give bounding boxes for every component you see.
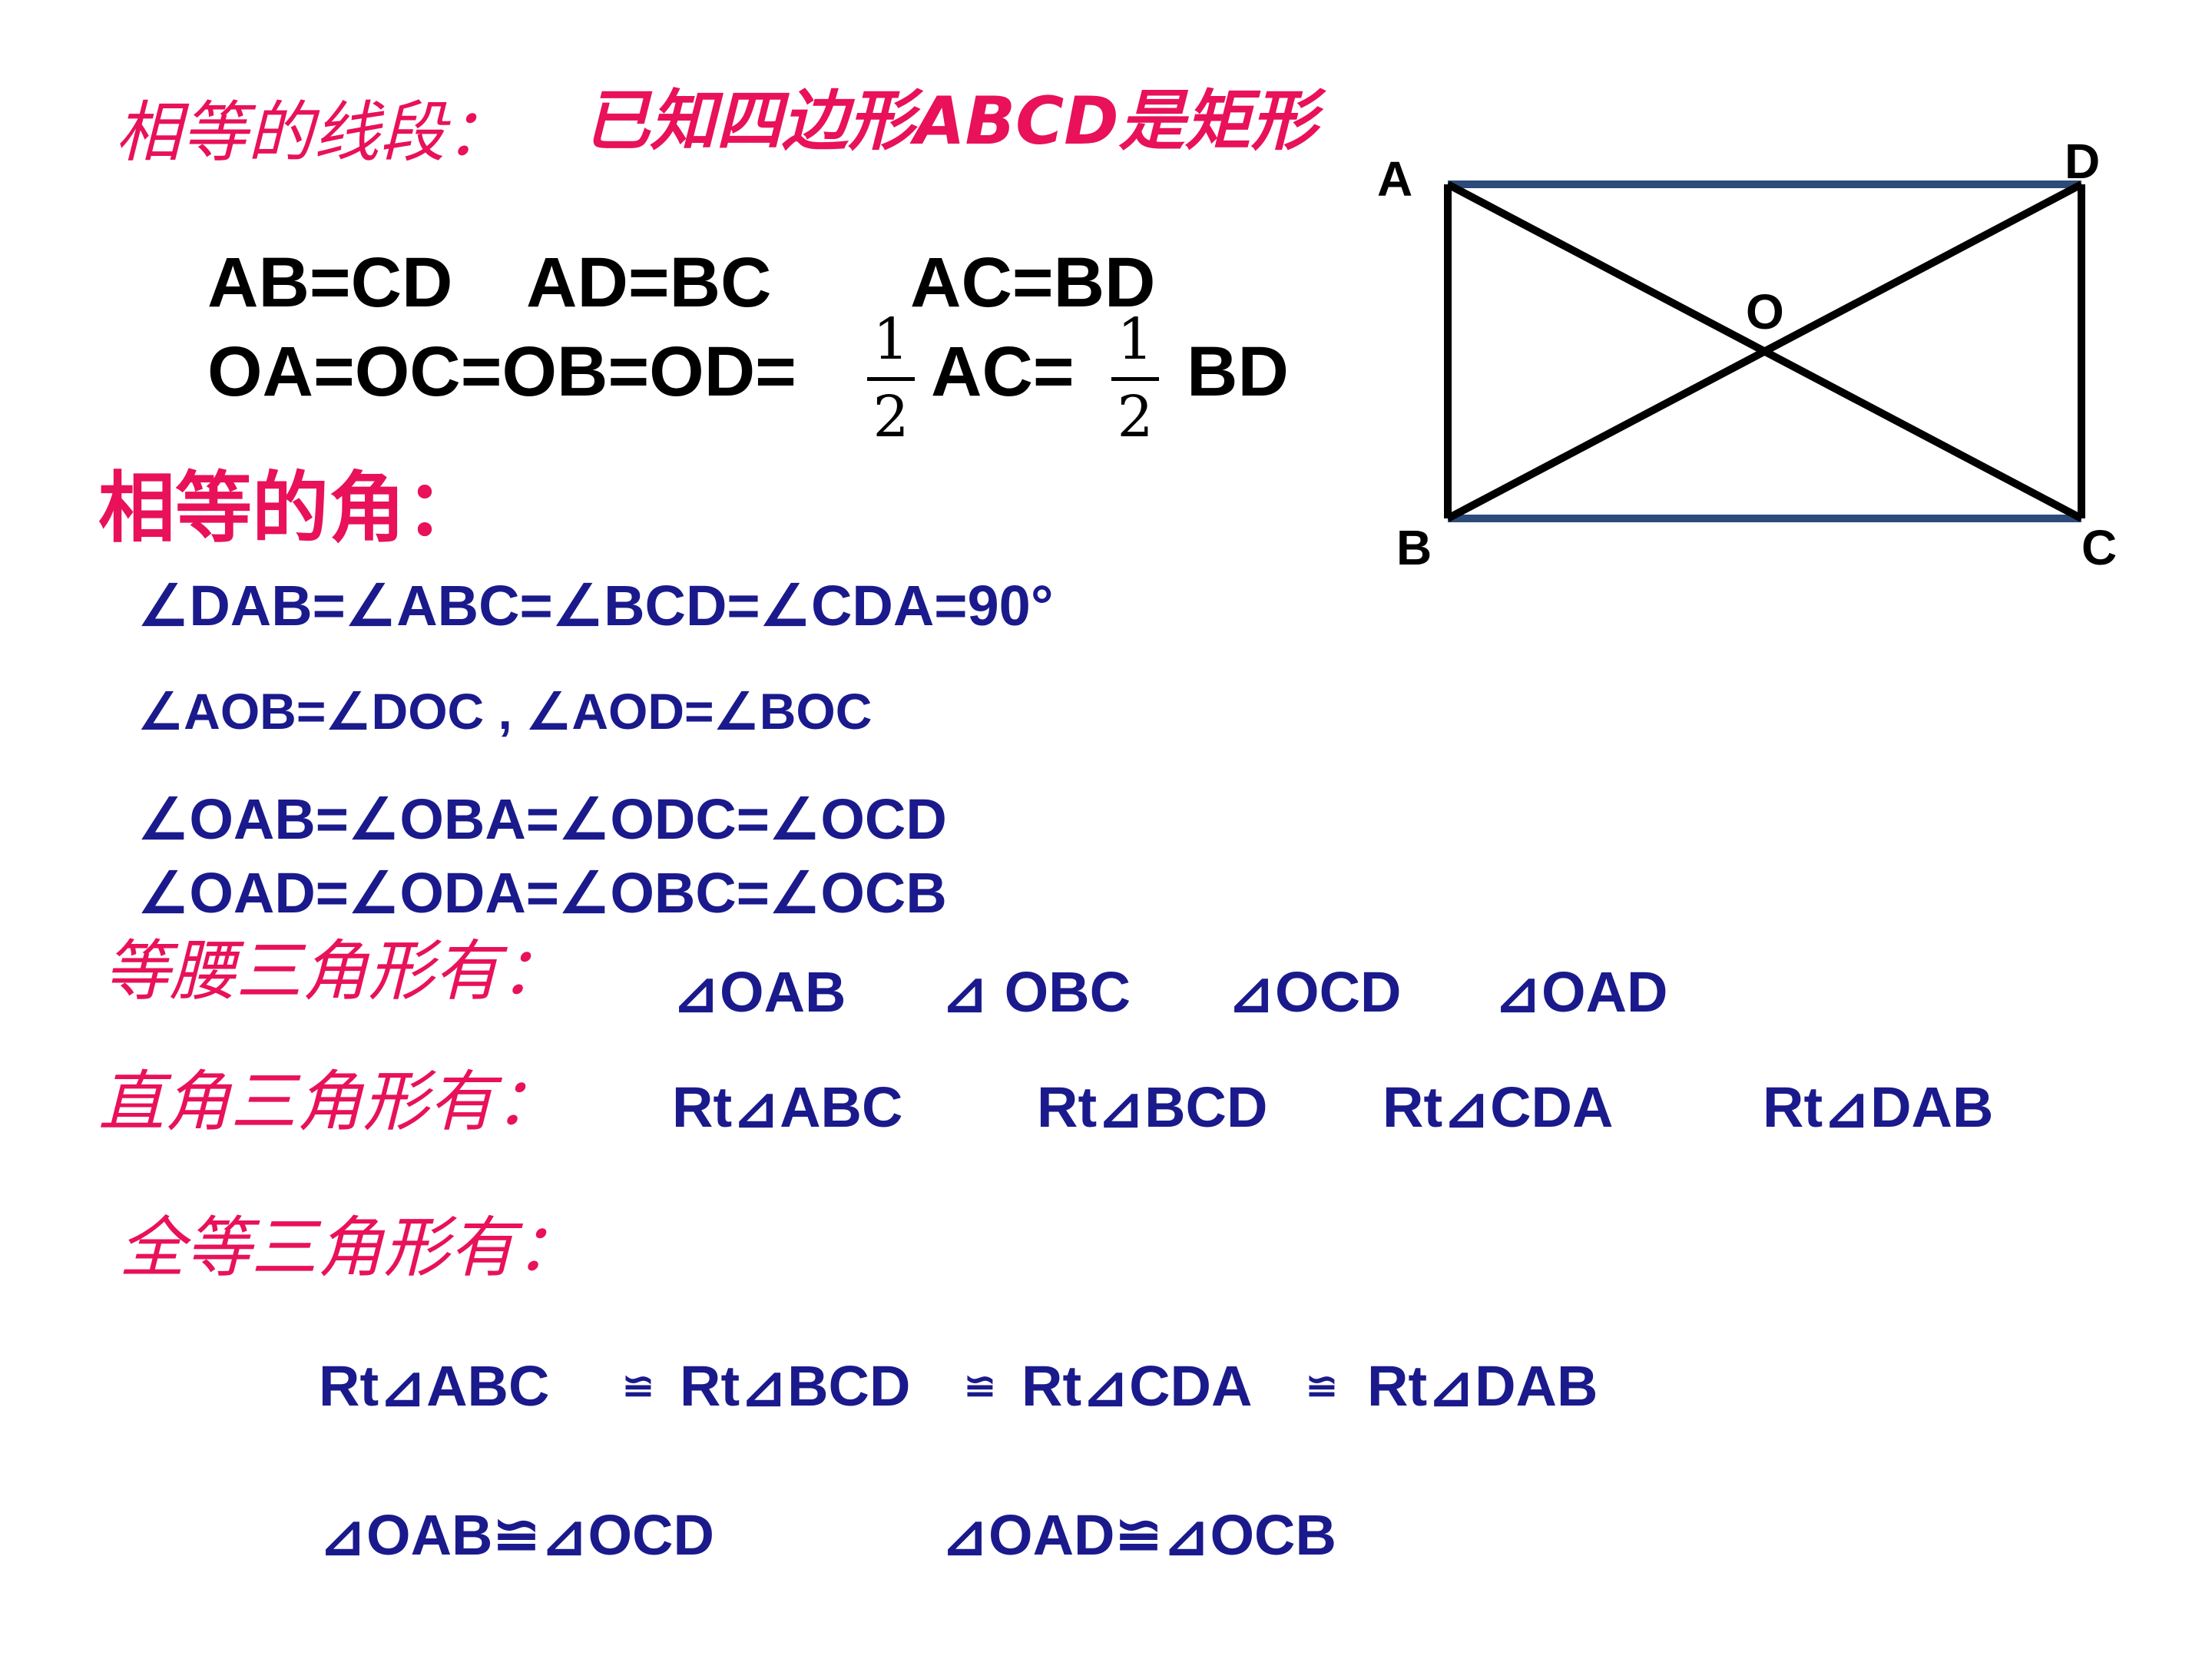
congruent-cda: Rt⊿CDA bbox=[1022, 1354, 1253, 1418]
vertex-label-c: C bbox=[2081, 520, 2117, 575]
segment-eq-bd-part: BD bbox=[1187, 333, 1289, 411]
center-label-o: O bbox=[1746, 284, 1784, 339]
fraction-bar bbox=[867, 377, 915, 381]
vertex-label-b: B bbox=[1396, 520, 1432, 575]
right-triangle-abc: Rt⊿ABC bbox=[672, 1075, 903, 1139]
isosceles-oad: ⊿OAD bbox=[1494, 960, 1668, 1024]
right-triangle-dab: Rt⊿DAB bbox=[1763, 1075, 1994, 1139]
congruent-symbol: ≌ bbox=[622, 1365, 654, 1408]
fraction-numerator: 1 bbox=[873, 306, 909, 373]
fraction-half-1: 1 2 bbox=[864, 311, 918, 445]
segment-eq-ac-part: AC= bbox=[931, 333, 1075, 411]
congruent-dab: Rt⊿DAB bbox=[1367, 1354, 1598, 1418]
segment-eq-ab-cd: AB=CD bbox=[207, 243, 453, 322]
angle-line-right-angles: ∠DAB=∠ABC=∠BCD=∠CDA=90° bbox=[138, 574, 1054, 637]
equal-angles-heading: 相等的角： bbox=[98, 463, 482, 553]
angle-line-oad: ∠OAD=∠ODA=∠OBC=∠OCB bbox=[138, 861, 947, 925]
fraction-numerator: 1 bbox=[1117, 306, 1154, 373]
congruent-symbol: ≌ bbox=[964, 1365, 996, 1408]
isosceles-heading: 等腰三角形有： bbox=[104, 933, 566, 1010]
fraction-half-2: 1 2 bbox=[1108, 311, 1162, 445]
isosceles-oab: ⊿OAB bbox=[672, 960, 846, 1024]
fraction-denominator: 2 bbox=[1117, 384, 1154, 450]
segment-eq-ac-bd: AC=BD bbox=[910, 243, 1156, 322]
fraction-bar bbox=[1111, 377, 1159, 381]
diagonal-bd bbox=[1445, 180, 2084, 522]
fraction-denominator: 2 bbox=[873, 384, 909, 450]
angle-line-oab: ∠OAB=∠OBA=∠ODC=∠OCD bbox=[138, 787, 947, 851]
congruent-oab-ocd: ⊿OAB≌⊿OCD bbox=[319, 1503, 714, 1567]
right-triangle-cda: Rt⊿CDA bbox=[1382, 1075, 1614, 1139]
congruent-oad-ocb: ⊿OAD≌⊿OCB bbox=[941, 1503, 1336, 1567]
equal-segments-heading: 相等的线段： bbox=[115, 94, 512, 171]
congruent-abc: Rt⊿ABC bbox=[319, 1354, 550, 1418]
congruent-heading: 全等三角形有： bbox=[119, 1210, 581, 1286]
segment-eq-ad-bc: AD=BC bbox=[526, 243, 772, 322]
congruent-symbol: ≌ bbox=[1306, 1365, 1338, 1408]
given-statement: 已知四边形ABCD是矩形 bbox=[584, 83, 1317, 160]
isosceles-obc: ⊿ OBC bbox=[941, 960, 1131, 1024]
right-triangle-bcd: Rt⊿BCD bbox=[1037, 1075, 1268, 1139]
angle-line-vertical-angles: ∠AOB=∠DOC , ∠AOD=∠BOC bbox=[138, 683, 873, 740]
vertex-label-d: D bbox=[2065, 134, 2100, 189]
right-triangles-heading: 直角三角形有： bbox=[98, 1064, 561, 1141]
congruent-bcd: Rt⊿BCD bbox=[680, 1354, 911, 1418]
vertex-label-a: A bbox=[1377, 151, 1412, 207]
segment-eq-half-diagonal-prefix: OA=OC=OB=OD= bbox=[207, 333, 796, 411]
isosceles-ocd: ⊿OCD bbox=[1227, 960, 1402, 1024]
